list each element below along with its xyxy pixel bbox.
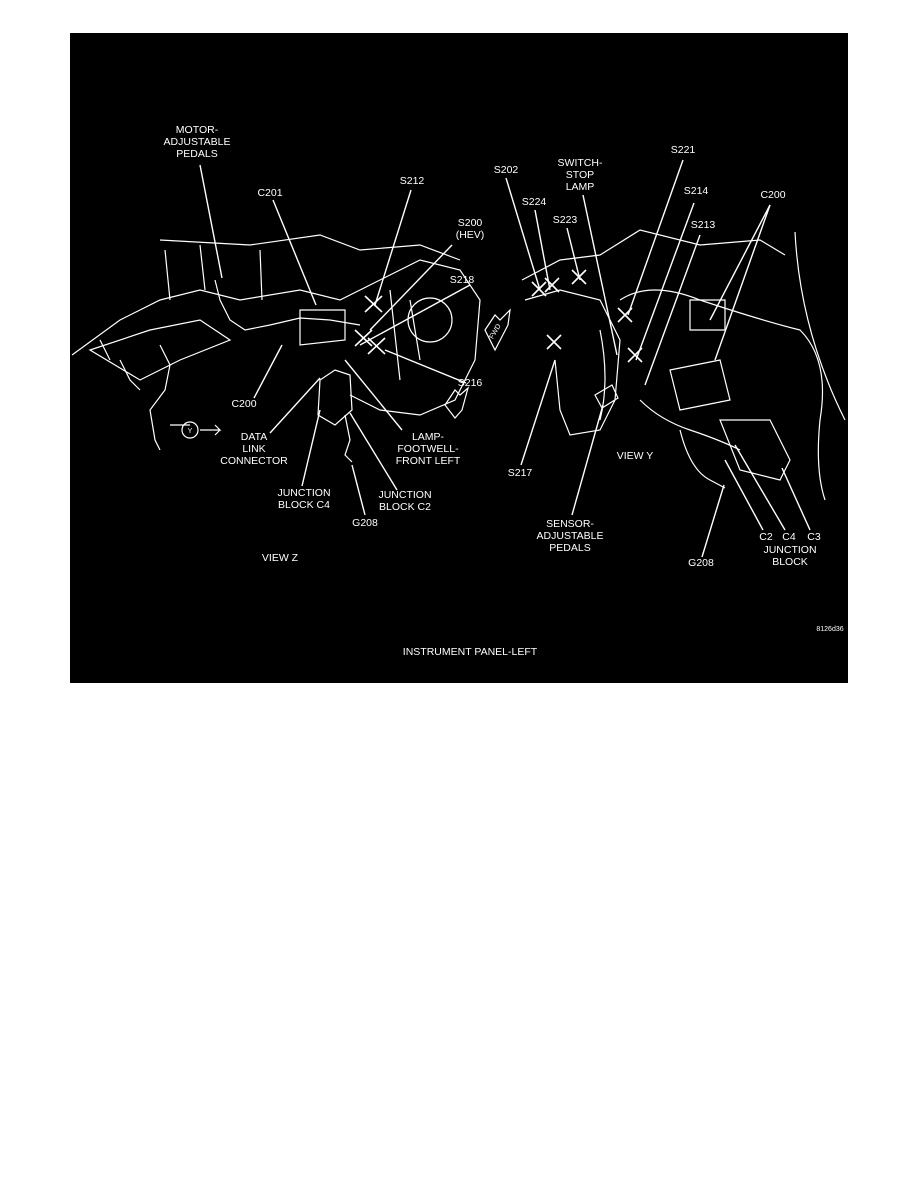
label-s223: S223 <box>552 214 578 226</box>
label-data-link-connector: DATA LINK CONNECTOR <box>220 431 287 467</box>
label-line: LAMP- <box>411 431 445 443</box>
label-c3: C3 <box>807 531 821 543</box>
label-line: LINK <box>242 443 266 455</box>
label-line: DATA <box>240 431 268 443</box>
label-s200-hev: S200 (HEV) <box>456 217 485 241</box>
label-line: BLOCK <box>772 556 808 568</box>
label-s217: S217 <box>507 467 533 479</box>
label-line: JUNCTION <box>277 487 331 499</box>
label-motor-adjustable-pedals: MOTOR- ADJUSTABLE PEDALS <box>164 124 231 160</box>
label-c200-right: C200 <box>760 189 786 201</box>
label-line: SWITCH- <box>557 157 603 169</box>
wiring-line-art <box>71 159 846 558</box>
label-s224: S224 <box>521 196 547 208</box>
label-line: PEDALS <box>549 542 591 554</box>
label-g208-right: G208 <box>688 557 714 569</box>
figure-caption: INSTRUMENT PANEL-LEFT <box>402 646 538 658</box>
label-s218: S218 <box>449 274 475 286</box>
label-c2: C2 <box>759 531 773 543</box>
wiring-diagram-figure <box>70 33 848 683</box>
leader-lines <box>199 159 811 558</box>
view-z-structure <box>71 234 511 463</box>
label-s216: S216 <box>457 377 483 389</box>
label-line: SENSOR- <box>546 518 594 530</box>
label-s213: S213 <box>690 219 716 231</box>
label-line: FRONT LEFT <box>395 455 461 467</box>
label-sensor-adjustable-pedals: SENSOR- ADJUSTABLE PEDALS <box>537 518 604 554</box>
label-lamp-footwell-front-left: LAMP- FOOTWELL- FRONT LEFT <box>396 431 461 467</box>
label-line: MOTOR- <box>175 124 219 136</box>
label-s221: S221 <box>670 144 696 156</box>
label-switch-stop-lamp: SWITCH- STOP LAMP <box>558 157 603 193</box>
label-s202: S202 <box>493 164 519 176</box>
label-c200: C200 <box>231 398 257 410</box>
label-line: CONNECTOR <box>220 455 288 467</box>
label-line: BLOCK C2 <box>379 501 431 513</box>
label-line: BLOCK C4 <box>278 499 330 511</box>
label-line: (HEV) <box>455 229 485 241</box>
label-s214: S214 <box>683 185 709 197</box>
label-line: JUNCTION <box>763 544 817 556</box>
label-g208: G208 <box>352 517 378 529</box>
label-line: S200 <box>457 217 483 229</box>
view-y-structure <box>521 229 846 501</box>
label-s212: S212 <box>399 175 425 187</box>
figure-id: 8126d36 <box>816 626 844 633</box>
label-line: PEDALS <box>176 148 218 160</box>
label-line: LAMP <box>565 181 595 193</box>
label-junction-block-c4: JUNCTION BLOCK C4 <box>277 487 330 511</box>
label-c201: C201 <box>257 187 283 199</box>
label-line: STOP <box>565 169 595 181</box>
splice-markers <box>354 269 643 363</box>
label-line: JUNCTION <box>378 489 432 501</box>
label-line: FOOTWELL- <box>397 443 459 455</box>
view-y-title: VIEW Y <box>616 450 654 462</box>
view-y-marker: Y <box>187 428 193 435</box>
label-line: ADJUSTABLE <box>536 530 604 542</box>
label-line: ADJUSTABLE <box>163 136 231 148</box>
label-c4: C4 <box>782 531 796 543</box>
view-z-title: VIEW Z <box>261 552 299 564</box>
label-junction-block-c2: JUNCTION BLOCK C2 <box>378 489 431 513</box>
label-junction-block: JUNCTION BLOCK <box>763 544 816 568</box>
